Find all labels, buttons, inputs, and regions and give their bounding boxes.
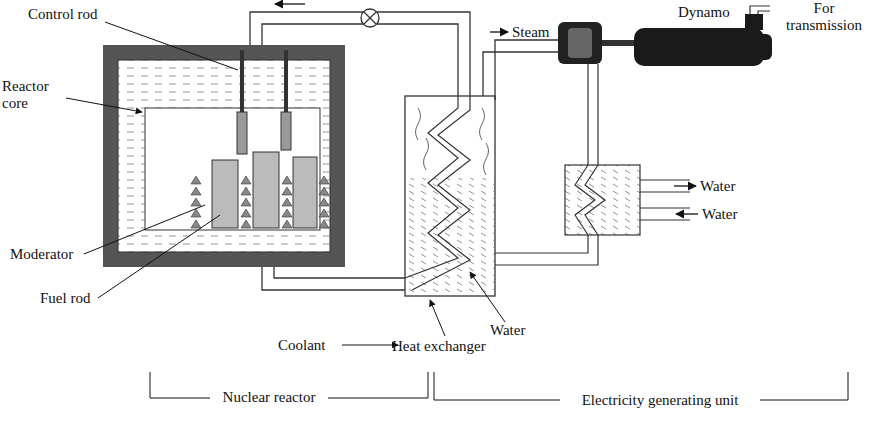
reactor-water xyxy=(118,60,330,252)
turbine xyxy=(568,28,592,58)
moderator-spike xyxy=(241,187,251,195)
control-rod xyxy=(284,50,288,112)
turbine xyxy=(558,22,602,64)
shaft xyxy=(602,40,634,46)
condenser xyxy=(565,165,640,235)
transmission-wire xyxy=(750,6,770,14)
moderator-spike xyxy=(319,176,329,184)
part-label: Fuel rod xyxy=(40,290,90,307)
moderator-spike xyxy=(319,220,329,228)
moderator-spike xyxy=(241,209,251,217)
terminal-box xyxy=(745,14,763,30)
flow-arrow xyxy=(490,31,508,32)
moderator-spike xyxy=(191,198,201,206)
exchanger-water xyxy=(406,178,494,295)
part-label: Reactor core xyxy=(2,78,64,112)
moderator-spike xyxy=(191,176,201,184)
fuel-rod xyxy=(293,157,317,228)
moderator-spike xyxy=(282,187,292,195)
moderator-spike xyxy=(191,187,201,195)
moderator-spike xyxy=(241,176,251,184)
pump xyxy=(364,12,376,24)
part-label: Steam xyxy=(512,24,550,41)
dynamo xyxy=(752,34,772,60)
steam-wisps xyxy=(416,108,489,175)
moderator-spike xyxy=(319,209,329,217)
reactor-housing xyxy=(103,45,345,267)
flow-arrow xyxy=(676,213,698,214)
leader-line xyxy=(66,22,505,345)
exchanger-coil xyxy=(405,96,470,290)
part-label: Water xyxy=(700,178,735,195)
heat-exchanger xyxy=(405,96,495,296)
part-label: Moderator xyxy=(10,246,73,263)
part-label: For transmission xyxy=(774,0,874,34)
moderator-spike xyxy=(241,220,251,228)
steam-pipe xyxy=(483,40,558,100)
flow-arrow xyxy=(674,185,696,186)
dynamo xyxy=(634,28,764,66)
part-label: Water xyxy=(490,322,525,339)
moderator-spike xyxy=(282,209,292,217)
part-label: Heat exchanger xyxy=(392,338,486,355)
reactor-core xyxy=(145,108,320,230)
moderator-spike xyxy=(319,198,329,206)
part-label: Dynamo xyxy=(678,4,730,21)
control-rod xyxy=(237,112,247,154)
moderator-spike xyxy=(282,198,292,206)
moderator-spike xyxy=(282,176,292,184)
control-rod xyxy=(281,112,291,150)
moderator-spike xyxy=(241,198,251,206)
control-rod xyxy=(240,50,244,112)
part-label: Water xyxy=(702,206,737,223)
moderator-spike xyxy=(319,187,329,195)
flow-arrow xyxy=(275,3,305,4)
fuel-rod xyxy=(253,152,279,228)
moderator-spike xyxy=(282,220,292,228)
part-label: Nuclear reactor xyxy=(223,389,316,406)
part-label: Coolant xyxy=(278,337,326,354)
part-label: Electricity generating unit xyxy=(560,392,760,409)
part-label: Control rod xyxy=(28,6,98,23)
moderator-spike xyxy=(191,220,201,228)
condenser-coil xyxy=(575,165,605,235)
pump xyxy=(361,9,379,27)
